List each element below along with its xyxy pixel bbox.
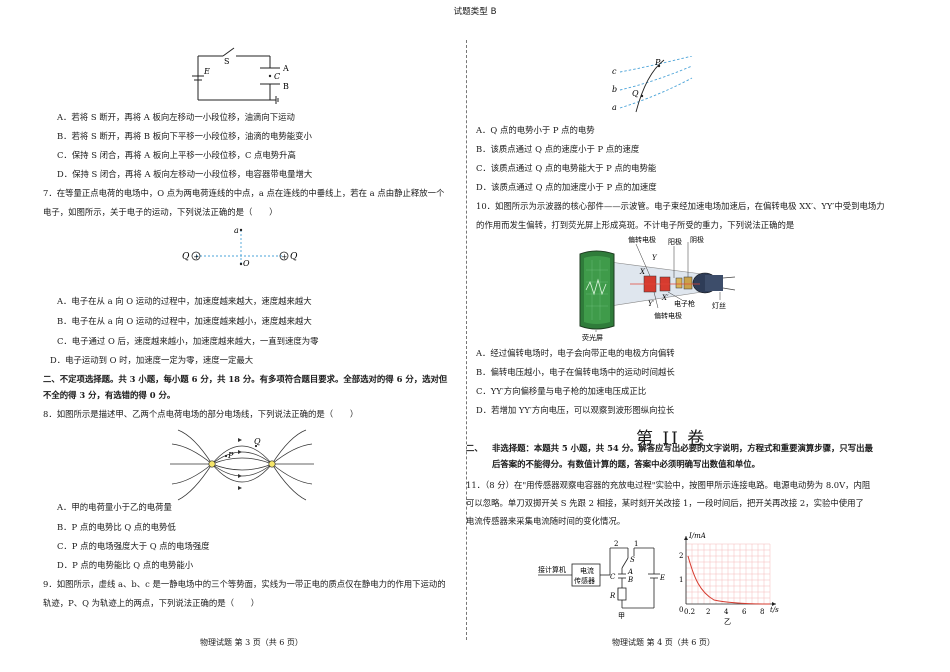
q7-option-c: C．电子通过 O 后，速度越来越小，加速度越来越大，一直到速度为零 [57,336,319,346]
fig9-label-a: a [612,103,617,112]
q9-option-c: C．该质点通过 Q 点的电势能大于 P 点的电势能 [476,163,657,173]
section2-right-line-1: 非选择题：本题共 5 小题，共 54 分。解答应写出必要的文字说明，方程式和重要… [492,443,873,453]
fig7-label-o: O [243,259,250,268]
fig11-label-n1: 1 [634,540,638,548]
q10-option-d: D．若增加 YY′方向电压，可以观察到波形图纵向拉长 [476,405,675,415]
circuit-label-e: E [203,67,210,76]
fig10-label-yp: Y′ [648,300,655,308]
fig11-label-a: A [627,568,633,576]
fig11-label-r: R [609,592,616,600]
circuit-label-c: C [274,72,280,81]
fig8-label-q: Q [254,437,261,446]
fig11-label-sensor-2: 传感器 [574,576,595,585]
graph-xlabel: t/s [770,606,779,614]
circuit-label-a: A [282,64,289,73]
fig11-label-e: E [659,574,665,582]
q6-option-b: B．若将 S 断开，再将 B 板向下平移一小段位移，油滴的电势能变小 [57,131,312,141]
fig11-label-computer: 接计算机 [538,565,566,574]
fig11-label-b: B [627,576,633,584]
fig10-label-xp: X′ [661,294,669,302]
graph-ytick-1: 1 [679,576,683,584]
q7-option-a: A．电子在从 a 向 O 运动的过程中，加速度越来越大，速度越来越大 [57,296,312,306]
fig7-label-q-right: Q [290,252,298,262]
q10-option-b: B．偏转电压越小，电子在偏转电场中的运动时间越长 [476,367,675,377]
graph-ytick-2: 2 [679,552,683,560]
graph-ylabel: I/mA [688,532,706,540]
q9-option-a: A．Q 点的电势小于 P 点的电势 [476,125,595,135]
fig10-label-y: Y [652,254,658,262]
graph-xtick-0-2: 0.2 [684,608,695,616]
q9-stem-line-1: 9．如图所示，虚线 a、b、c 是一静电场中的三个等势面，实线为一带正电的质点仅… [43,579,446,589]
page-footer-left: 物理试题 第 3 页（共 6 页） [200,638,303,647]
column-divider [466,40,467,640]
volume-2-title: 第 II 卷 [636,429,707,449]
circuit-label-s: S [224,57,229,66]
equipotential-figure: c b a P Q [612,56,693,113]
fig10-label-filament: 灯丝 [712,301,726,310]
q8-option-a: A．甲的电荷量小于乙的电荷量 [57,502,172,512]
q7-option-b: B．电子在从 a 向 O 运动的过程中，加速度越来越小，速度越来越大 [57,316,312,326]
fig9-label-q: Q [632,89,639,98]
q6-option-d: D．保持 S 闭合，再将 A 板向左移动一小段位移，电容器带电量增大 [57,169,313,179]
section2-label-right: 二、 [466,443,483,453]
fig7-label-q-left: Q [182,252,190,262]
equal-charges-figure: + + Q Q a O [182,226,298,268]
fig9-label-b: b [612,85,617,94]
fig10-label-deflect-top: 偏转电极 [628,235,656,244]
graph-xtick-8: 8 [760,608,764,616]
q10-option-c: C．YY′方向偏移量与电子枪的加速电压成正比 [476,386,647,396]
fig11-label-s: S [630,556,635,564]
circuit-label-b: B [283,82,289,91]
graph-caption-yi: 乙 [724,618,731,626]
graph-xtick-0: 0 [679,606,683,614]
q11-line-1: 11．（8 分）在"用传感器观察电容器的充放电过程"实验中，按图甲所示连接电路。… [466,480,871,490]
fig10-label-deflect-bottom: 偏转电极 [654,311,682,320]
section2-line-2: 不全的得 3 分，有选错的得 0 分。 [43,390,176,400]
fig10-label-anode: 阳极 [668,237,682,246]
q11-line-3: 电流传感器来采集电流随时间的变化情况。 [466,516,626,526]
fig11-label-n2: 2 [614,540,618,548]
q8-option-b: B．P 点的电势比 Q 点的电势低 [57,522,176,532]
q8-option-d: D．P 点的电势能比 Q 点的电势能小 [57,560,194,570]
fig8-label-p: P [227,451,234,460]
fig10-label-screen: 荧光屏 [582,333,603,342]
q9-stem-line-2: 轨迹，P、Q 为轨迹上的两点，下列说法正确的是（ ） [43,598,260,608]
q11-circuit-figure: 接计算机 电流 传感器 2 1 S C A B R E 甲 [538,540,665,620]
graph-xtick-6: 6 [742,608,747,616]
q8-stem: 8．如图所示是描述甲、乙两个点电荷电场的部分电场线，下列说法正确的是（ ） [43,409,359,419]
capacitor-circuit-figure: S E A C B [192,47,289,104]
q7-stem-line-2: 电子，如图所示，关于电子的运动，下列说法正确的是（ ） [43,207,278,217]
svg-text:+: + [193,253,199,261]
q10-option-a: A．经过偏转电场时，电子会向带正电的电极方向偏转 [476,348,675,358]
fig10-label-cathode: 阴极 [690,235,704,244]
oscilloscope-tube-figure: 偏转电极 阳极 阴极 X Y Y′ X′ 电子枪 灯丝 荧光屏 偏转电极 [579,235,736,342]
fig9-label-p: P [654,58,661,67]
fig10-label-x: X [639,268,646,276]
q6-option-a: A．若将 S 断开，再将 A 板向左移动一小段位移，油滴向下运动 [57,112,295,122]
q10-stem-line-2: 的作用而发生偏转，打到荧光屏上形成亮斑。不计电子所受的重力，下列说法正确的是 [476,220,795,230]
graph-xtick-2: 2 [706,608,710,616]
q7-stem-line-1: 7．在等量正点电荷的电场中，O 点为两电荷连线的中点，a 点在连线的中垂线上，若… [43,188,445,198]
fig9-label-c: c [612,67,617,76]
fig7-label-a: a [234,226,239,235]
q10-stem-line-1: 10．如图所示为示波器的核心部件——示波管。电子束经加速电场加速后，在偏转电极 … [476,201,885,211]
field-lines-figure: P Q [170,429,314,501]
page-footer-right: 物理试题 第 4 页（共 6 页） [612,638,715,647]
q7-option-d: D．电子运动到 O 时，加速度一定为零，速度一定最大 [50,355,254,365]
fig10-label-gun: 电子枪 [674,299,695,308]
q8-option-c: C．P 点的电场强度大于 Q 点的电场强度 [57,541,210,551]
current-time-graph: I/mA t/s 2 1 0 0.2 2 4 6 8 乙 [679,532,779,626]
fig11-label-sensor-1: 电流 [580,566,594,575]
paper-type-header: 试题类型 B [453,7,497,17]
svg-text:+: + [281,253,287,261]
q9-option-d: D．该质点通过 Q 点的加速度小于 P 点的加速度 [476,182,657,192]
section2-right-line-2: 后答案的不能得分。有数值计算的题，答案中必须明确写出数值和单位。 [492,459,760,469]
section2-line-1: 二、不定项选择题。共 3 小题，每小题 6 分，共 18 分。有多项符合题目要求… [43,374,448,384]
q11-line-2: 可以忽略。单刀双掷开关 S 先跟 2 相接，某时刻开关改接 1，一段时间后，把开… [466,498,864,508]
q9-option-b: B．该质点通过 Q 点的速度小于 P 点的速度 [476,144,640,154]
fig11-label-jia: 甲 [618,612,625,620]
fig11-label-c: C [610,573,616,581]
graph-xtick-4: 4 [724,608,729,616]
q6-option-c: C．保持 S 闭合，再将 A 板向上平移一小段位移，C 点电势升高 [57,150,296,160]
